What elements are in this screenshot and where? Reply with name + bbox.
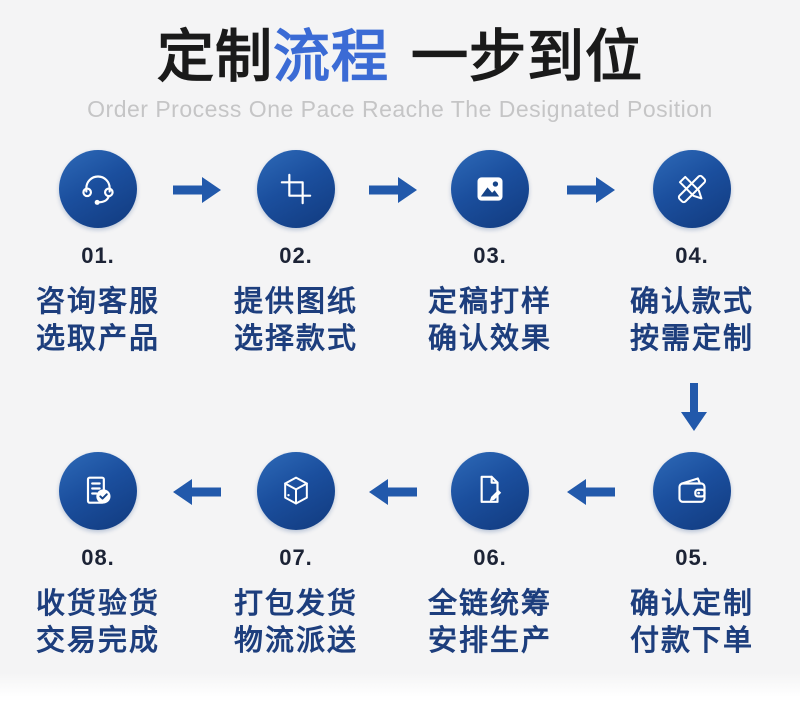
step-number: 03. [473, 243, 507, 268]
step-04-circle [653, 150, 731, 228]
step-01-circle [59, 150, 137, 228]
step-01: 01. 咨询客服 选取产品 [8, 150, 188, 358]
step-08: 08. 收货验货 交易完成 [8, 452, 188, 660]
step-number: 04. [675, 243, 709, 268]
step-05: 05. 确认定制 付款下单 [602, 452, 782, 660]
step-caption-line2: 选择款式 [233, 323, 358, 355]
receipt-check-icon [86, 476, 111, 504]
step-caption-line1: 咨询客服 [35, 286, 160, 318]
arrow-left-icon-3 [173, 479, 221, 505]
step-03: 03. 定稿打样 确认效果 [400, 150, 580, 358]
step-caption-line2: 选取产品 [35, 323, 160, 355]
step-caption-line1: 确认定制 [629, 588, 754, 620]
step-caption-line2: 物流派送 [233, 625, 358, 657]
document-edit-icon [480, 475, 502, 503]
arrow-right-icon-1 [173, 177, 221, 203]
step-05-circle [653, 452, 731, 530]
step-06-circle [451, 452, 529, 530]
step-caption-line1: 打包发货 [233, 588, 358, 620]
step-02: 02. 提供图纸 选择款式 [206, 150, 386, 358]
arrow-left-icon-1 [567, 479, 615, 505]
crop-icon [280, 173, 312, 205]
step-caption-line1: 确认款式 [629, 286, 754, 318]
step-number: 08. [81, 545, 115, 570]
step-number: 05. [675, 545, 709, 570]
step-number: 07. [279, 545, 313, 570]
headset-icon [82, 175, 114, 205]
page-subtitle: Order Process One Pace Reache The Design… [87, 96, 713, 122]
step-caption-line1: 提供图纸 [233, 286, 358, 318]
title-black-part2: 一步到位 [411, 25, 643, 89]
step-07: 07. 打包发货 物流派送 [206, 452, 386, 660]
title-blue-part: 流程 [273, 25, 389, 89]
arrow-left-icon-2 [369, 479, 417, 505]
pen-ruler-icon [677, 174, 707, 204]
step-03-circle [451, 150, 529, 228]
step-08-circle [59, 452, 137, 530]
step-07-circle [257, 452, 335, 530]
step-number: 01. [81, 243, 115, 268]
step-caption-line1: 全链统筹 [427, 588, 552, 620]
step-caption-line1: 定稿打样 [427, 286, 552, 318]
arrow-down-icon [681, 383, 707, 431]
step-02-circle [257, 150, 335, 228]
image-icon [477, 177, 503, 201]
step-04: 04. 确认款式 按需定制 [602, 150, 782, 358]
step-caption-line2: 确认效果 [427, 323, 552, 355]
step-caption-line2: 安排生产 [427, 625, 552, 657]
arrow-right-icon-2 [369, 177, 417, 203]
wallet-icon [678, 477, 706, 503]
step-number: 06. [473, 545, 507, 570]
step-number: 02. [279, 243, 313, 268]
title-black-part1: 定制 [157, 25, 273, 89]
step-06: 06. 全链统筹 安排生产 [400, 452, 580, 660]
step-caption-line2: 交易完成 [35, 625, 160, 657]
step-caption-line1: 收货验货 [35, 588, 160, 620]
step-caption-line2: 付款下单 [629, 625, 754, 657]
page-title: 定制流程一步到位 [0, 24, 800, 90]
step-caption-line2: 按需定制 [629, 323, 754, 355]
package-icon [284, 476, 308, 505]
arrow-right-icon-3 [567, 177, 615, 203]
